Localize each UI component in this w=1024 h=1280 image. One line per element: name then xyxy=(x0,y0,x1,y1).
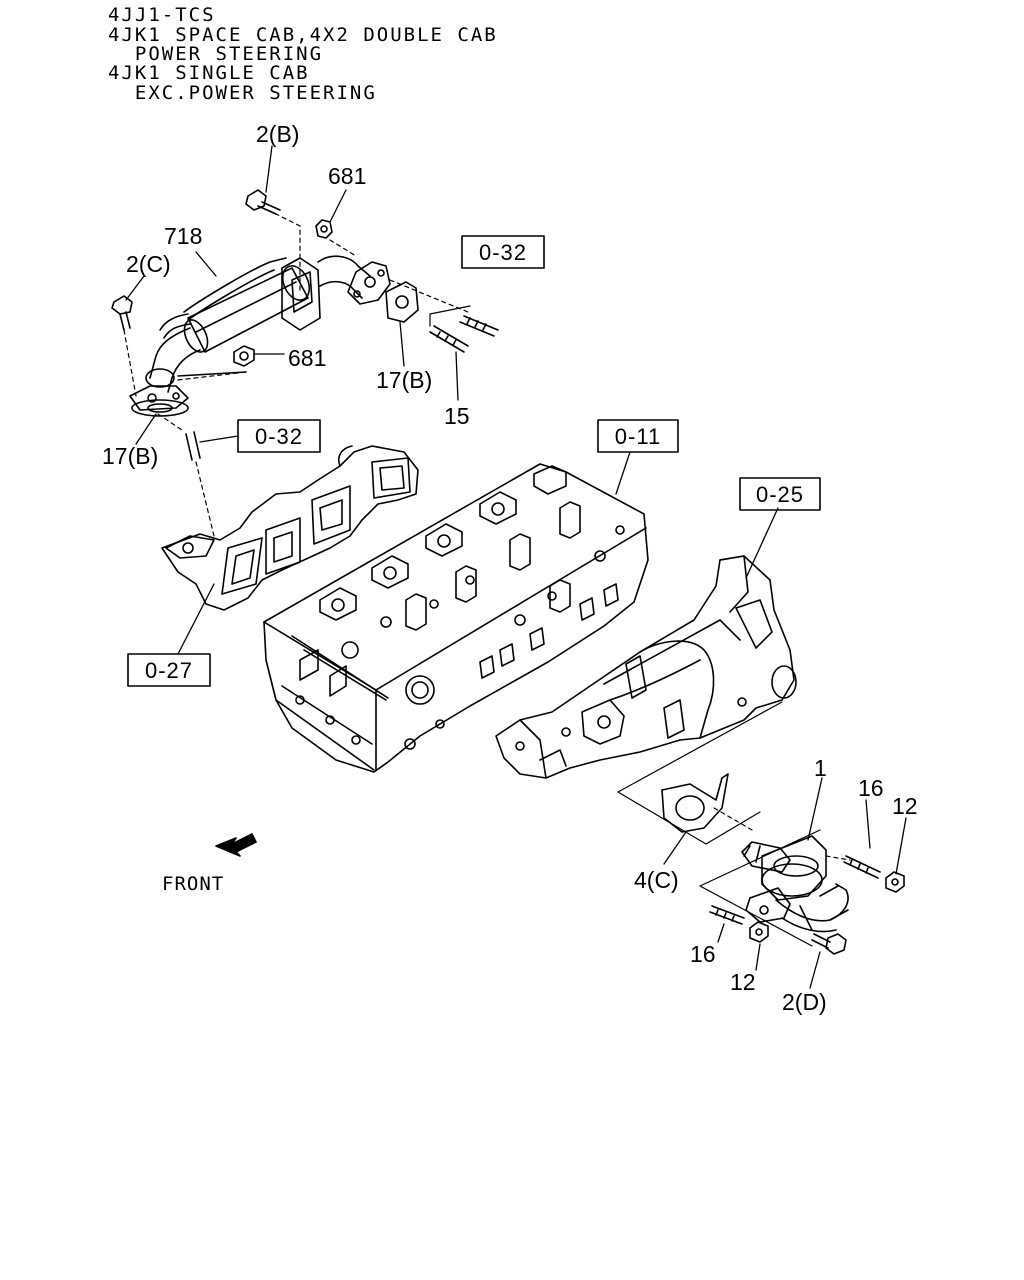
callout-2d: 2(D) xyxy=(782,989,827,1015)
nut-12-right xyxy=(885,871,905,893)
ref-032-top-text: 0-32 xyxy=(479,240,527,265)
front-arrow-icon xyxy=(215,833,257,857)
ref-box-032-mid: 0-32 xyxy=(237,419,321,453)
ref-box-011: 0-11 xyxy=(597,419,679,453)
stud-16-bottom xyxy=(709,905,745,925)
callout-12-right: 12 xyxy=(892,793,918,819)
callout-2b: 2(B) xyxy=(256,121,299,147)
egr-cooler-drawing xyxy=(129,255,391,411)
applicability-line-5: EXC.POWER STEERING xyxy=(108,82,377,104)
gasket-17b-right xyxy=(385,281,419,323)
callout-4c: 4(C) xyxy=(634,867,679,893)
callout-2c: 2(C) xyxy=(126,251,171,277)
callout-681-top: 681 xyxy=(328,163,366,189)
stud-16-right xyxy=(843,855,881,879)
bolt-2c xyxy=(111,295,133,331)
applicability-line-3: POWER STEERING xyxy=(108,43,324,65)
cylinder-head-drawing xyxy=(263,463,649,773)
nut-681-mid xyxy=(233,345,255,367)
callout-1: 1 xyxy=(814,755,827,781)
callout-15: 15 xyxy=(444,403,470,429)
ref-box-025: 0-25 xyxy=(739,477,821,511)
ref-025-text: 0-25 xyxy=(756,482,804,507)
intake-manifold-drawing xyxy=(495,555,797,779)
applicability-line-1: 4JJ1-TCS xyxy=(108,4,216,26)
egr-valve-drawing xyxy=(661,773,849,933)
bolt-2d xyxy=(811,933,847,955)
callout-16-right: 16 xyxy=(858,775,884,801)
applicability-line-4: 4JK1 SINGLE CAB xyxy=(108,62,310,84)
callout-681-mid: 681 xyxy=(288,345,326,371)
nut-681-top xyxy=(315,219,333,239)
callout-718: 718 xyxy=(164,223,202,249)
ref-032-mid-text: 0-32 xyxy=(255,424,303,449)
applicability-line-2: 4JK1 SPACE CAB,4X2 DOUBLE CAB xyxy=(108,24,498,46)
stud-15 xyxy=(429,325,469,353)
exhaust-manifold-drawing xyxy=(161,445,419,611)
bolt-2b xyxy=(245,189,281,215)
nut-12-bottom xyxy=(749,921,769,943)
ref-box-027: 0-27 xyxy=(127,653,211,687)
callout-17b-right: 17(B) xyxy=(376,367,432,393)
callout-17b-left: 17(B) xyxy=(102,443,158,469)
ref-box-032-top: 0-32 xyxy=(461,235,545,269)
ref-027-text: 0-27 xyxy=(145,658,193,683)
stud-left xyxy=(185,431,201,461)
gasket-17b-left xyxy=(131,399,189,417)
callout-16-bottom: 16 xyxy=(690,941,716,967)
stud-right xyxy=(459,315,499,337)
callout-12-bottom: 12 xyxy=(730,969,756,995)
ref-011-text: 0-11 xyxy=(615,424,661,449)
front-label: FRONT xyxy=(162,873,224,895)
